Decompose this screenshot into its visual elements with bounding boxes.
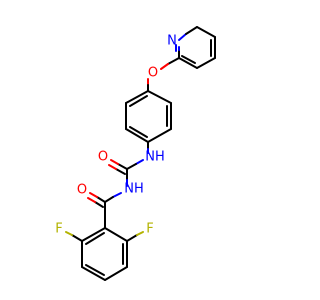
- pyridine-nitrogen-label: N: [167, 34, 177, 49]
- difluorophenyl-ring: [81, 227, 128, 281]
- bond: [185, 26, 198, 35]
- bond: [178, 57, 198, 69]
- bond: [104, 266, 128, 281]
- pyridine-ring: [175, 26, 216, 69]
- bond: [87, 197, 96, 203]
- bond: [136, 231, 144, 236]
- urea-oxygen-label: O: [98, 150, 108, 165]
- bond: [160, 63, 169, 70]
- bond: [181, 55, 196, 64]
- bond: [85, 264, 105, 276]
- bond: [71, 234, 83, 242]
- bond: [115, 168, 126, 175]
- bond: [89, 192, 98, 198]
- bond: [112, 192, 122, 198]
- amide-oxygen-label: O: [77, 183, 87, 198]
- fluorine-label-right: F: [146, 222, 153, 237]
- bond: [110, 159, 119, 165]
- bond: [126, 234, 138, 242]
- bond: [117, 163, 128, 170]
- bond: [65, 231, 73, 236]
- bond: [147, 128, 172, 143]
- bond: [129, 126, 148, 138]
- bond: [196, 26, 216, 38]
- urea-nh-label-1: NH: [145, 150, 165, 165]
- bond: [104, 196, 114, 203]
- bond: [167, 57, 180, 65]
- bond: [94, 201, 104, 208]
- bond: [125, 128, 149, 143]
- bond: [178, 33, 187, 41]
- structure-svg: N O NH O NH O F F: [55, 26, 216, 281]
- bond: [196, 57, 216, 69]
- fluorine-label-left: F: [55, 222, 62, 237]
- bond: [85, 232, 105, 245]
- bond: [81, 266, 106, 281]
- bond: [126, 163, 137, 170]
- bond: [81, 227, 106, 242]
- phenyl-ring: [125, 90, 172, 143]
- ether-oxygen-label: O: [148, 66, 158, 81]
- bond: [96, 196, 106, 203]
- bond: [108, 164, 117, 170]
- urea-nh-label-2: NH: [124, 182, 144, 197]
- bond: [125, 90, 149, 104]
- bond: [135, 159, 144, 165]
- molecule-diagram: N O NH O NH O F F: [55, 26, 216, 281]
- bond: [129, 95, 148, 107]
- bond: [147, 90, 172, 104]
- bond: [104, 227, 128, 242]
